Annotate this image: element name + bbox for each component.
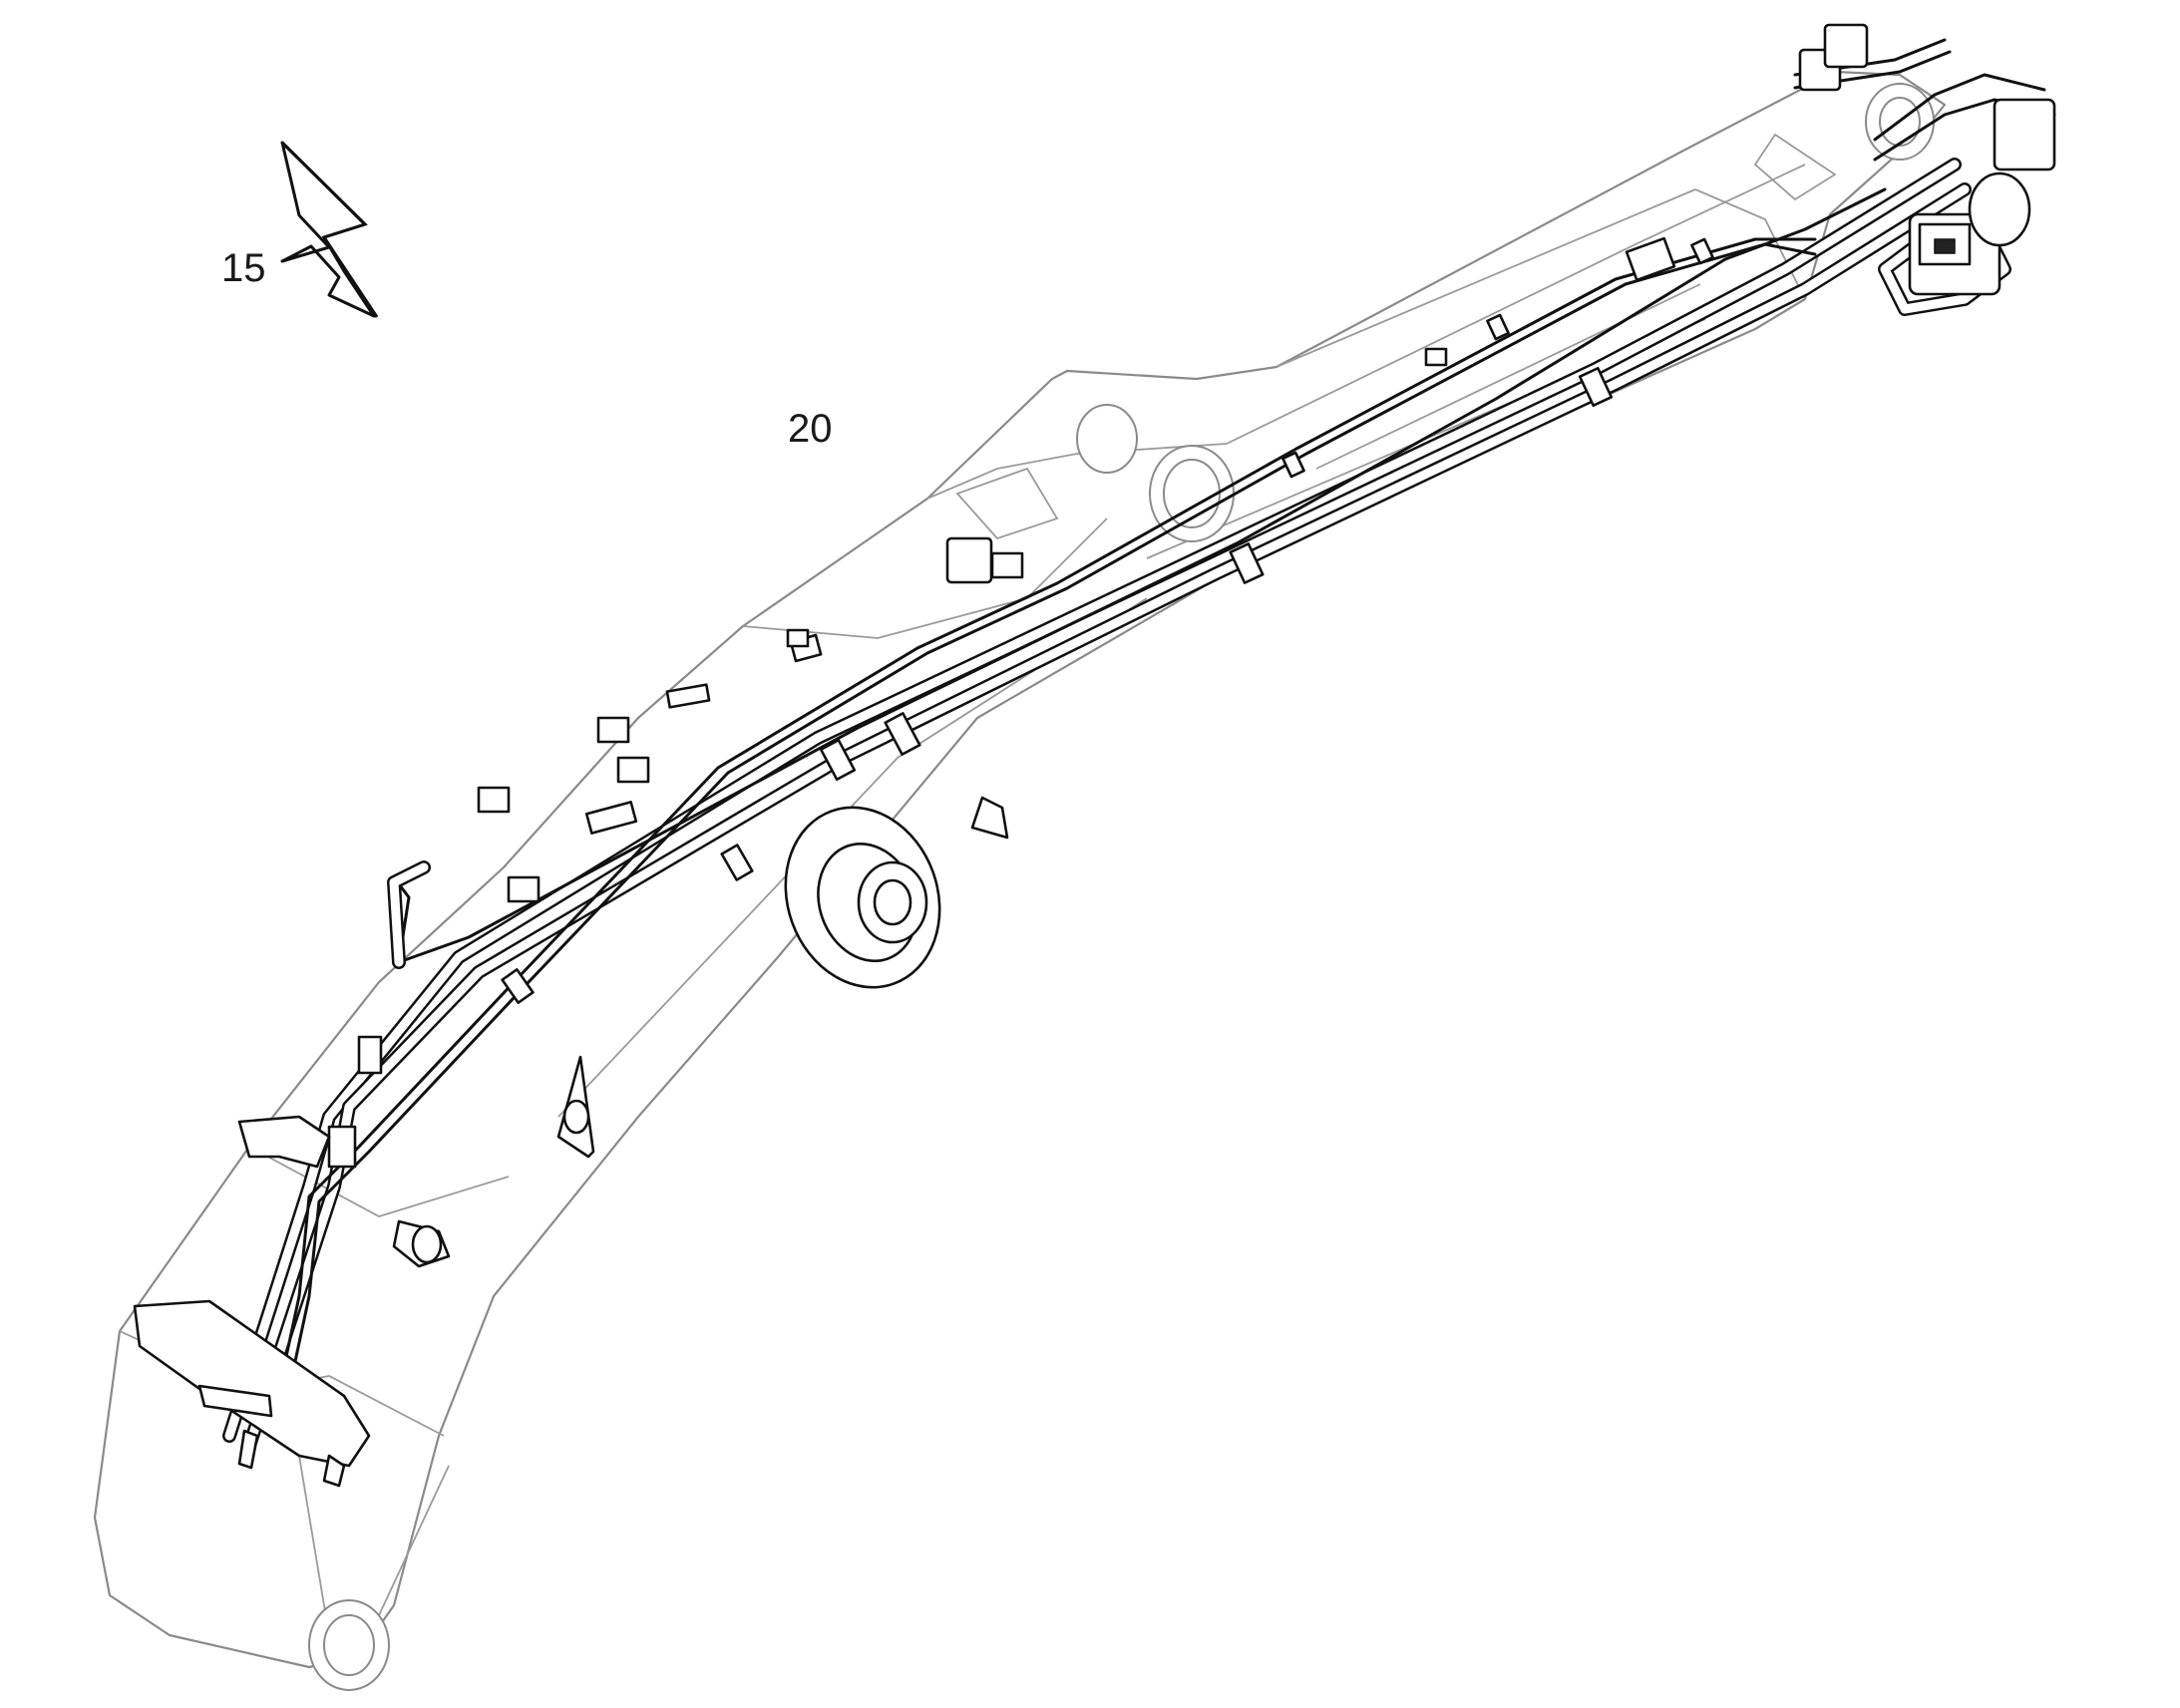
cylinder-mount bbox=[784, 806, 941, 989]
lightning-arrow-icon bbox=[280, 141, 379, 318]
hose-clamps bbox=[327, 237, 1714, 1169]
boom-foot-brackets bbox=[133, 1115, 451, 1488]
boom-reference-label: 20 bbox=[788, 407, 833, 451]
valve-block bbox=[1798, 23, 2056, 296]
boom-lug bbox=[556, 796, 1009, 1159]
boom-fittings bbox=[477, 236, 1676, 903]
arrow-reference-label: 15 bbox=[221, 246, 266, 290]
